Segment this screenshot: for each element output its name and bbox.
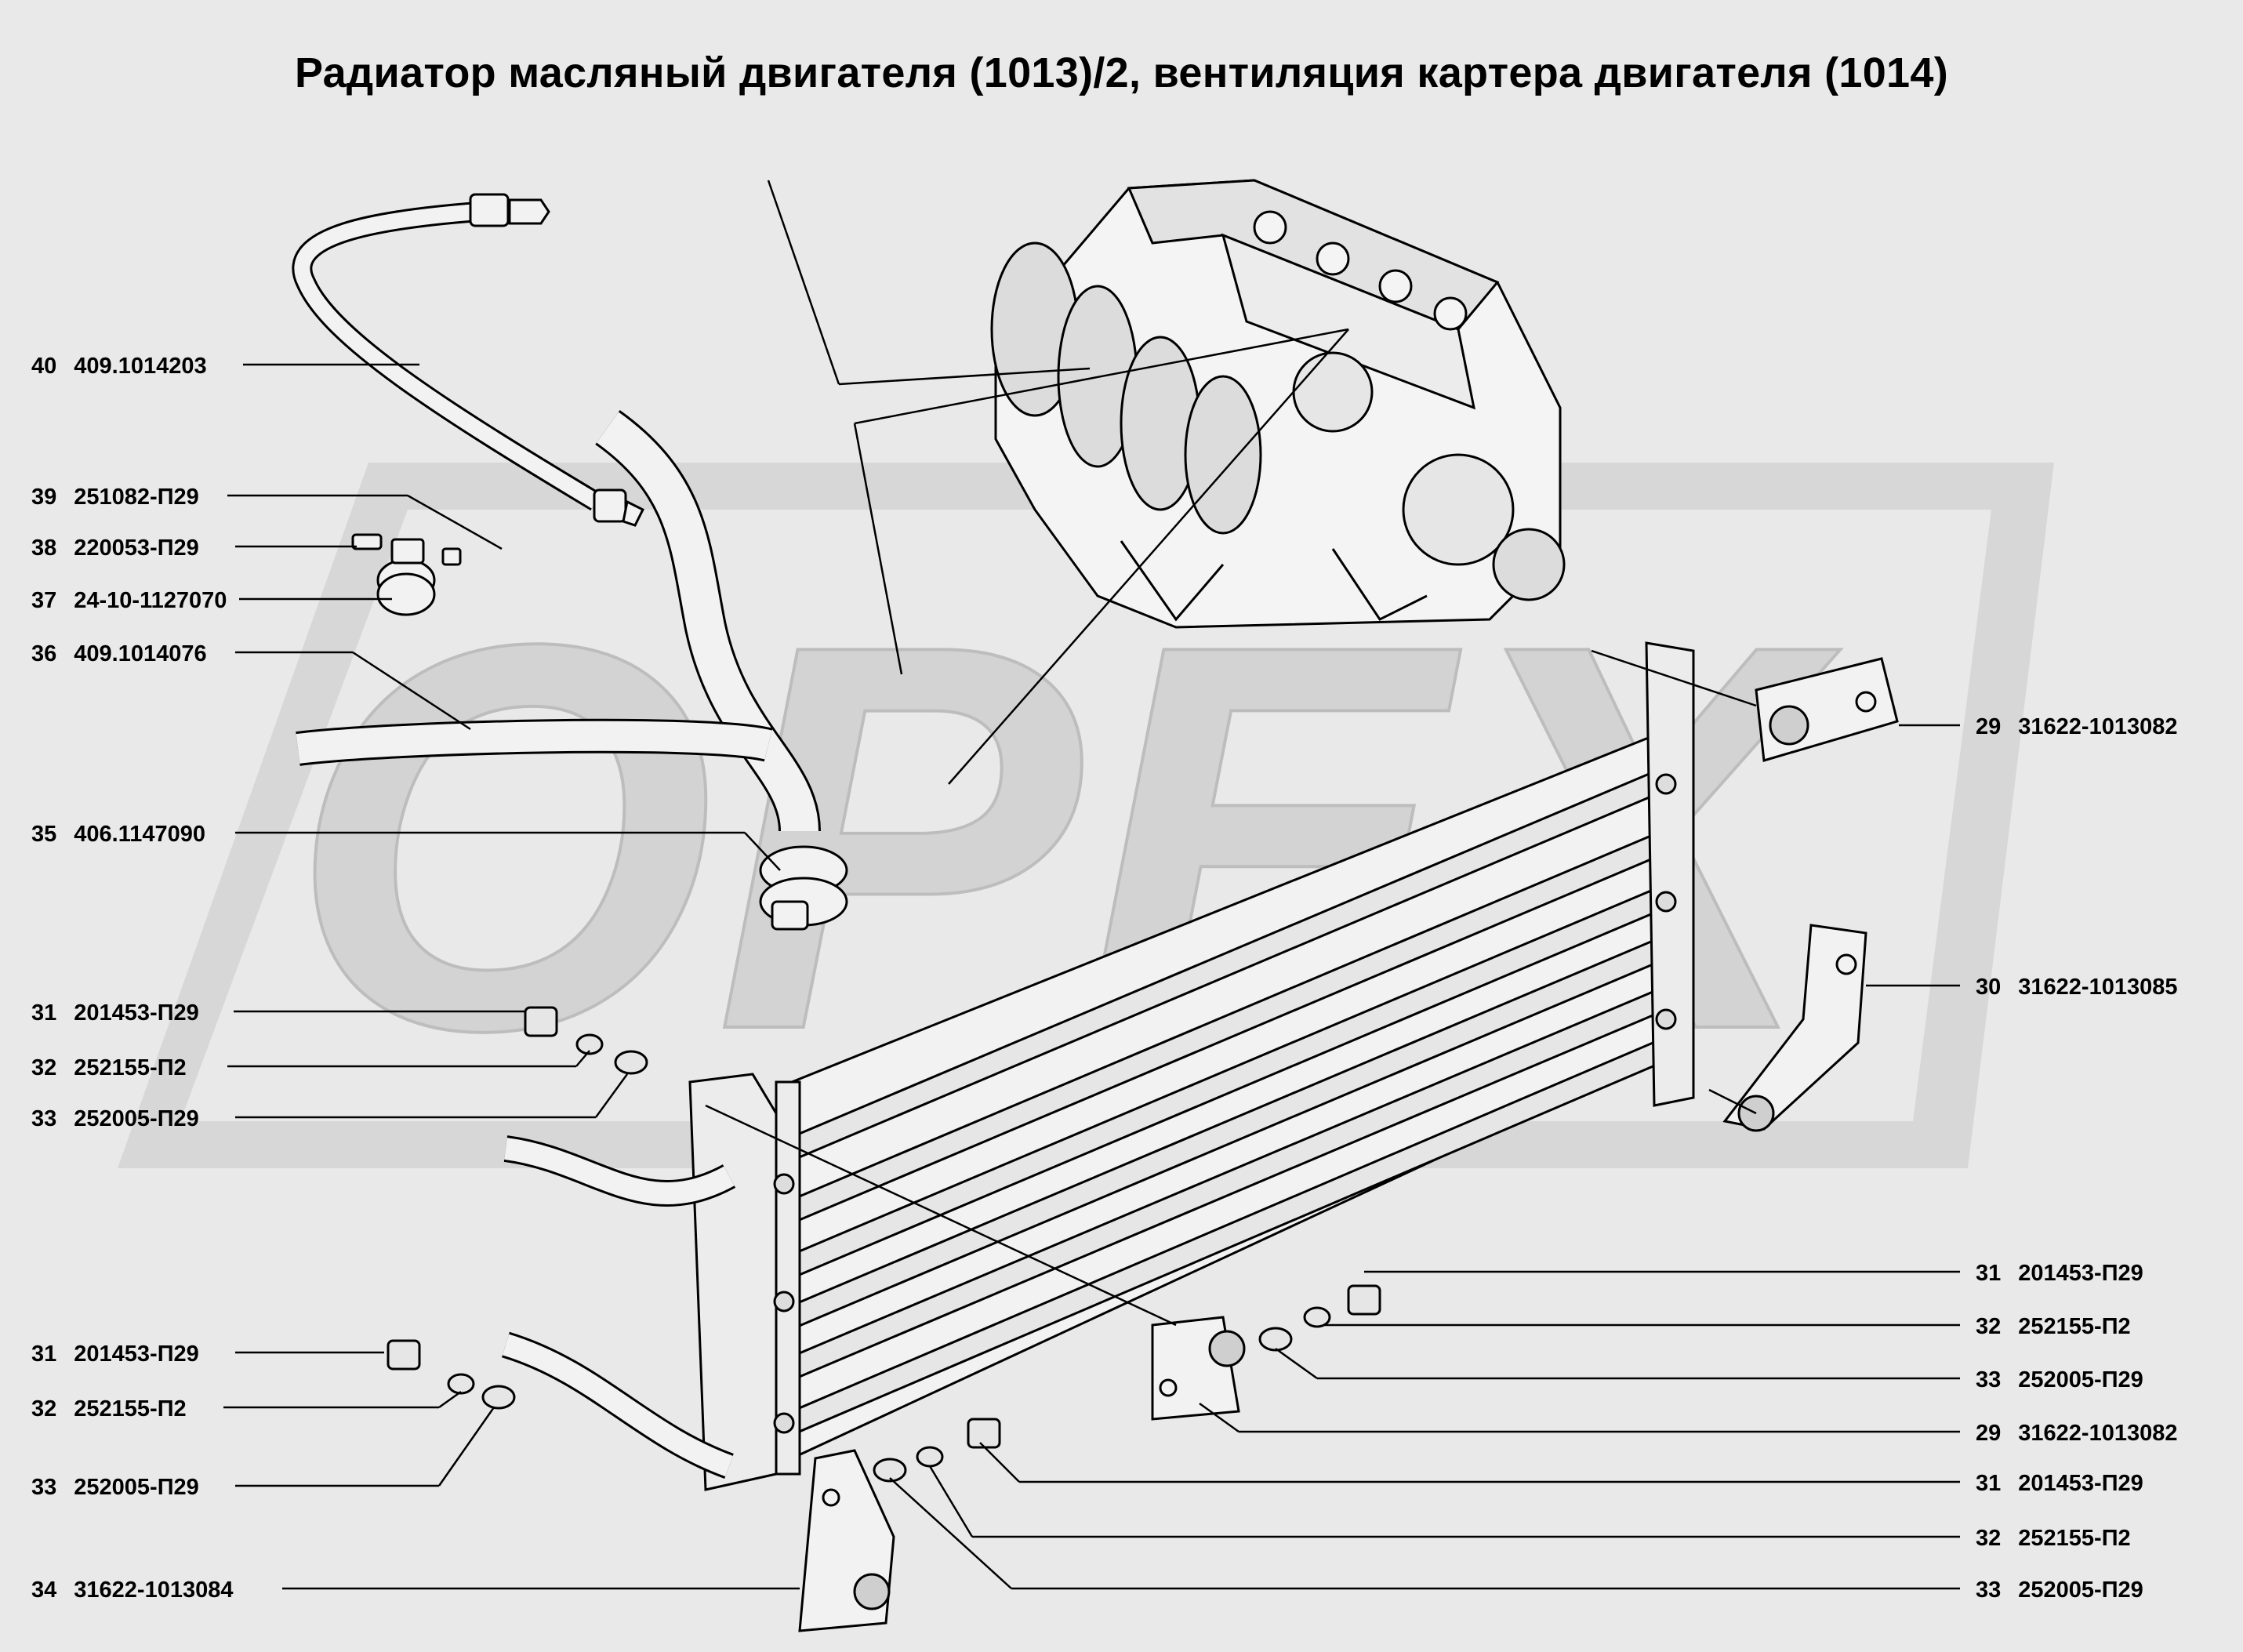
callout-num: 32 — [1976, 1526, 2001, 1551]
clamp-37 — [351, 533, 462, 616]
callout-code: 252005-П29 — [74, 1475, 199, 1500]
callout-code: 201453-П29 — [74, 1342, 199, 1367]
radiator-inlet-pipes — [501, 1135, 736, 1479]
callout-num: 31 — [1976, 1261, 2001, 1286]
callout-code: 24-10-1127070 — [74, 588, 227, 613]
callout-code: 252155-П2 — [74, 1055, 186, 1080]
bracket-29-lower — [1151, 1316, 1246, 1421]
callout-num: 32 — [1976, 1314, 2001, 1339]
callout-num: 32 — [31, 1055, 56, 1080]
callout-num: 33 — [1976, 1578, 2001, 1603]
callout-code: 31622-1013085 — [2018, 975, 2177, 1000]
callout-num: 40 — [31, 354, 56, 379]
callout-code: 252155-П2 — [2018, 1526, 2130, 1551]
callout-num: 38 — [31, 536, 56, 561]
callout-num: 31 — [1976, 1471, 2001, 1496]
hose-clamp-35 — [759, 845, 848, 931]
callout-num: 35 — [31, 822, 56, 847]
callout-code: 31622-1013082 — [2018, 1421, 2177, 1446]
callout-num: 30 — [1976, 975, 2001, 1000]
bracket-30 — [1722, 924, 1867, 1132]
callout-num: 39 — [31, 485, 56, 510]
leader-lines — [223, 180, 1960, 1590]
callout-code: 31622-1013084 — [74, 1578, 233, 1603]
callout-num: 29 — [1976, 714, 2001, 739]
callout-code: 252155-П2 — [2018, 1314, 2130, 1339]
breather-hose-40 — [292, 202, 601, 511]
callout-num: 33 — [31, 1475, 56, 1500]
callout-code: 406.1147090 — [74, 822, 205, 847]
callout-num: 33 — [31, 1106, 56, 1131]
callout-num: 36 — [31, 641, 56, 666]
bracket-29-upper — [1755, 657, 1899, 762]
fasteners — [387, 1006, 1381, 1483]
callout-code: 252155-П2 — [74, 1396, 186, 1421]
vent-hose-36 — [296, 410, 821, 833]
page-title: Радиатор масляный двигателя (1013)/2, ве… — [294, 49, 1949, 96]
callout-num: 31 — [31, 1000, 56, 1026]
callout-code: 31622-1013082 — [2018, 714, 2177, 739]
callout-code: 201453-П29 — [74, 1000, 199, 1026]
callout-num: 34 — [31, 1578, 56, 1603]
bracket-34 — [798, 1449, 895, 1632]
callout-code: 409.1014203 — [74, 354, 206, 379]
right-callouts: 29 31622-1013082 30 31622-1013085 31 201453… — [1976, 714, 2177, 1603]
callout-num: 37 — [31, 588, 56, 613]
callout-code: 252005-П29 — [2018, 1578, 2143, 1603]
callout-code: 220053-П29 — [74, 536, 199, 561]
callout-num: 29 — [1976, 1421, 2001, 1446]
oil-cooler-radiator — [688, 641, 1695, 1491]
callout-num: 31 — [31, 1342, 56, 1367]
callout-code: 252005-П29 — [74, 1106, 199, 1131]
fitting-clamp-top — [469, 193, 645, 527]
callout-code: 201453-П29 — [2018, 1471, 2143, 1496]
callout-code: 201453-П29 — [2018, 1261, 2143, 1286]
callout-code: 251082-П29 — [74, 485, 199, 510]
callout-num: 32 — [31, 1396, 56, 1421]
callout-code: 252005-П29 — [2018, 1367, 2143, 1392]
callout-code: 409.1014076 — [74, 641, 206, 666]
callout-num: 33 — [1976, 1367, 2001, 1392]
engine-illustration — [990, 179, 1566, 629]
